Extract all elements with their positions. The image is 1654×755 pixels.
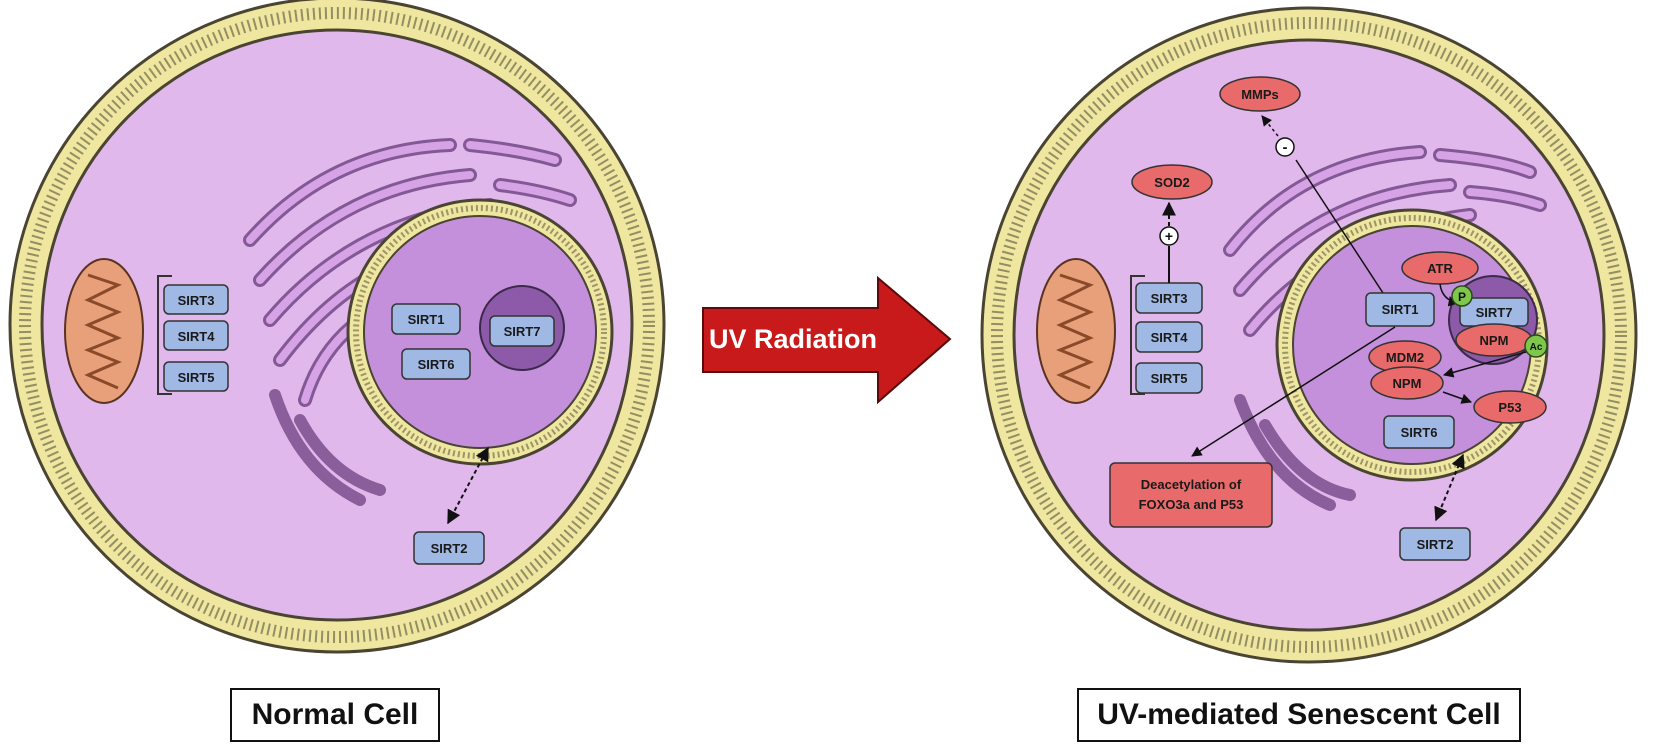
senescent-sirt2-box: SIRT2: [1399, 527, 1471, 561]
normal-cell-membrane-pattern: [19, 7, 655, 643]
normal-cell-caption-text: Normal Cell: [251, 698, 419, 731]
normal-sirt2-shuttle-arrow: [447, 446, 489, 525]
p53-oval: P53: [1473, 390, 1547, 424]
npm-oval: NPM: [1370, 366, 1444, 400]
senescent-sirt2-label: SIRT2: [1417, 537, 1454, 552]
senescent-cell: SIRT3 SIRT4 SIRT5 + SOD2 MMPs -: [980, 6, 1638, 664]
npm-release-arrow: [1442, 351, 1527, 378]
normal-sirt5-label: SIRT5: [178, 370, 215, 385]
normal-sirt1-box: SIRT1: [391, 303, 461, 335]
normal-sirt2-label: SIRT2: [431, 541, 468, 556]
normal-sirt7-box: SIRT7: [489, 315, 555, 347]
senescent-sirt5-box: SIRT5: [1135, 362, 1203, 394]
senescent-sirt2-shuttle-arrow: [1434, 453, 1465, 522]
normal-mitochondrion: [64, 258, 144, 404]
normal-sirt6-label: SIRT6: [418, 357, 455, 372]
normal-sirt7-label: SIRT7: [504, 324, 541, 339]
senescent-sirt4-box: SIRT4: [1135, 321, 1203, 353]
deacetylation-line2: FOXO3a and P53: [1139, 497, 1244, 512]
mmps-arrow: [1261, 115, 1279, 137]
deacetylation-box: Deacetylation of FOXO3a and P53: [1109, 462, 1273, 528]
normal-nuclear-envelope-pattern: [353, 205, 607, 459]
sod2-label: SOD2: [1154, 175, 1189, 190]
normal-sirt5-box: SIRT5: [163, 361, 229, 392]
normal-sirt3-label: SIRT3: [178, 293, 215, 308]
npm-nucleolus-oval: NPM: [1455, 323, 1533, 357]
npm-nucleolus-label: NPM: [1480, 333, 1509, 348]
p53-release-arrow: [1442, 391, 1472, 404]
plus-mark: [1159, 226, 1179, 246]
senescent-sirt3-box: SIRT3: [1135, 282, 1203, 314]
senescent-cell-caption-text: UV-mediated Senescent Cell: [1097, 698, 1501, 731]
sod2-oval: SOD2: [1131, 164, 1213, 200]
deacetylation-arrow: [1191, 326, 1396, 457]
senescent-mitochondrion: [1036, 258, 1116, 404]
normal-er-lower: [269, 389, 386, 506]
senescent-sirt6-box: SIRT6: [1383, 415, 1455, 449]
uv-radiation-label: UV Radiation: [709, 324, 877, 354]
senescent-sirt1-box: SIRT1: [1365, 292, 1435, 327]
mdm2-label: MDM2: [1386, 350, 1424, 365]
normal-sirt2-box: SIRT2: [413, 531, 485, 565]
p53-label: P53: [1498, 400, 1521, 415]
normal-sirt1-label: SIRT1: [408, 312, 445, 327]
deacetylation-line1: Deacetylation of: [1141, 477, 1242, 492]
senescent-sirt4-label: SIRT4: [1151, 330, 1189, 345]
uv-radiation-arrow: UV Radiation: [702, 275, 952, 405]
senescent-sirt7-label: SIRT7: [1476, 305, 1513, 320]
normal-sirt3-box: SIRT3: [163, 284, 229, 315]
senescent-cell-membrane-pattern: [991, 17, 1627, 653]
senescent-mitochondria-bracket: [1130, 275, 1145, 395]
normal-cell: SIRT3 SIRT4 SIRT5 SIRT1 SIRT6 SIRT7 SIRT…: [8, 0, 666, 654]
minus-mark-label: -: [1283, 139, 1288, 156]
minus-mark: [1275, 137, 1295, 157]
acetyl-mark: Ac: [1524, 334, 1548, 358]
senescent-sirt5-label: SIRT5: [1151, 371, 1188, 386]
npm-label: NPM: [1393, 376, 1422, 391]
normal-mitochondria-bracket: [157, 275, 172, 395]
normal-sirt4-box: SIRT4: [163, 320, 229, 351]
phospho-mark: P: [1451, 285, 1473, 307]
plus-mark-label: +: [1165, 228, 1173, 244]
normal-cell-caption: Normal Cell: [230, 688, 440, 742]
senescent-sirt6-label: SIRT6: [1401, 425, 1438, 440]
atr-oval: ATR: [1401, 251, 1479, 285]
senescent-er-lower: [1234, 394, 1356, 511]
acetyl-label: Ac: [1530, 342, 1543, 353]
atr-label: ATR: [1427, 261, 1453, 276]
mmps-inhibition-line: [1295, 159, 1386, 297]
senescent-sirt3-label: SIRT3: [1151, 291, 1188, 306]
phospho-label: P: [1458, 290, 1466, 304]
mmps-label: MMPs: [1241, 87, 1279, 102]
senescent-sirt1-label: SIRT1: [1382, 302, 1419, 317]
normal-sirt4-label: SIRT4: [178, 329, 216, 344]
mmps-oval: MMPs: [1219, 76, 1301, 112]
normal-sirt6-box: SIRT6: [401, 348, 471, 380]
senescent-cell-caption: UV-mediated Senescent Cell: [1077, 688, 1521, 742]
